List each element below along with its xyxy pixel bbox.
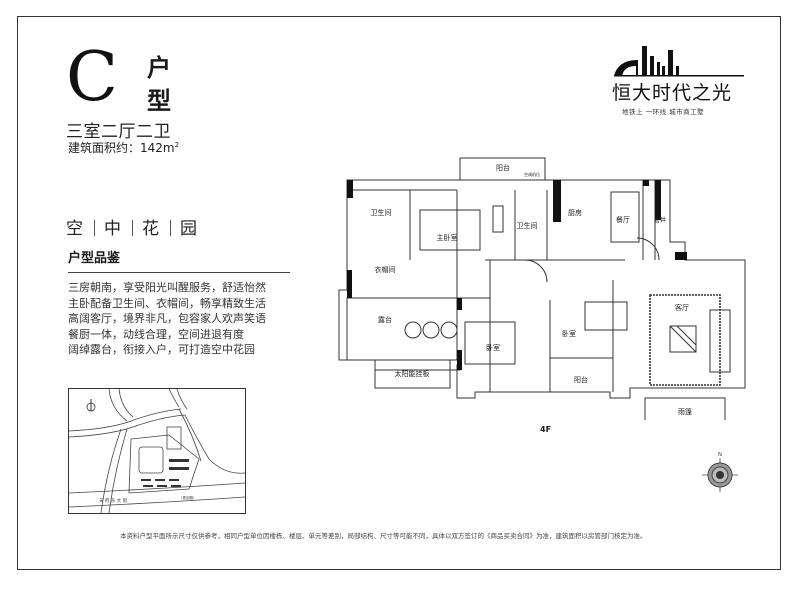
brand-logo	[608, 42, 758, 82]
divider	[94, 220, 95, 236]
room-label-kitchen: 厨房	[568, 208, 582, 217]
room-label-bath2: 卫生间	[517, 221, 538, 230]
room-label-terrace: 露台	[378, 315, 392, 324]
divider	[170, 220, 171, 236]
room-label-dining: 餐厅	[616, 215, 630, 224]
skyline-icon	[614, 46, 744, 77]
unit-letter: C	[66, 38, 119, 117]
features-description: 三房朝南，享受阳光叫醒服务，舒适怡然 主卧配备卫生间、衣帽间，畅享精致生活 高阔…	[68, 280, 298, 358]
unit-area: 建筑面积约：142m2	[68, 139, 179, 156]
room-label-living: 客厅	[675, 303, 689, 312]
divider	[132, 220, 133, 236]
room-label-balcony-top: 阳台	[496, 163, 510, 172]
floor-plan-drawing: 阳台 空调机位 卫生间 主卧室 卫生间 厨房 餐厅 管井 衣帽间 露台 太阳能挂…	[338, 157, 746, 423]
room-label-bedroom1: 卧室	[486, 343, 500, 352]
garden-char: 园	[180, 219, 199, 239]
unit-type-char-1: 户	[147, 54, 171, 82]
room-label-bath1: 卫生间	[371, 208, 392, 217]
room-label-canopy: 雨篷	[678, 407, 692, 416]
garden-char: 花	[142, 219, 161, 239]
brand-name: 恒大时代之光	[612, 82, 733, 104]
room-label-bedroom2: 卧室	[562, 329, 576, 338]
room-label-closet: 衣帽间	[375, 265, 396, 274]
unit-area-sup: 2	[174, 141, 180, 149]
feature-line: 阔绰露台，衔接入户，可打造空中花园	[68, 343, 255, 356]
garden-char: 中	[104, 219, 123, 239]
feature-line: 三房朝南，享受阳光叫醒服务，舒适怡然	[68, 281, 266, 294]
room-label-ac-unit: 空调机位	[524, 171, 540, 177]
feature-line: 高阔客厅，境界非凡，包容家人欢声笑语	[68, 312, 266, 325]
unit-type-char-2: 型	[147, 87, 171, 115]
feature-line: 主卧配备卫生间、衣帽间，畅享精致生活	[68, 296, 266, 310]
room-label-master: 主卧室	[437, 233, 458, 242]
unit-area-label: 建筑面积约：142m	[68, 141, 175, 155]
feature-line: 餐厨一体，动线合理，空间进退有度	[68, 327, 244, 341]
site-map-drawing: 天 府 东 大 街 （规划路）	[68, 388, 246, 514]
site-road-label: 天 府 东 大 街	[99, 497, 128, 504]
room-label-balcony-bottom: 阳台	[574, 375, 588, 384]
garden-char: 空	[66, 219, 85, 239]
room-label-shaft: 管井	[654, 216, 666, 224]
features-rule	[68, 272, 290, 273]
room-label-solar: 太阳能挂板	[395, 369, 430, 378]
site-road-note: （规划路）	[179, 495, 197, 500]
floor-label: 4F	[540, 425, 552, 434]
floor-plan: 阳台 空调机位 卫生间 主卧室 卫生间 厨房 餐厅 管井 衣帽间 露台 太阳能挂…	[325, 150, 765, 424]
page-frame	[17, 16, 781, 570]
compass-icon: N	[700, 450, 740, 498]
features-title: 户型品鉴	[68, 251, 121, 266]
brand-slogan: 地铁上 一环线 城市商工墅	[622, 108, 705, 116]
unit-layout: 三室二厅二卫	[66, 122, 171, 142]
garden-heading: 空中花园	[66, 214, 199, 239]
compass-north-label: N	[718, 452, 722, 458]
site-map: 天 府 东 大 街 （规划路）	[68, 388, 246, 514]
disclaimer: 本资料户型平面所示尺寸仅供参考，相同户型单位因楼栋、楼层、单元等差别，局部结构、…	[120, 532, 647, 540]
